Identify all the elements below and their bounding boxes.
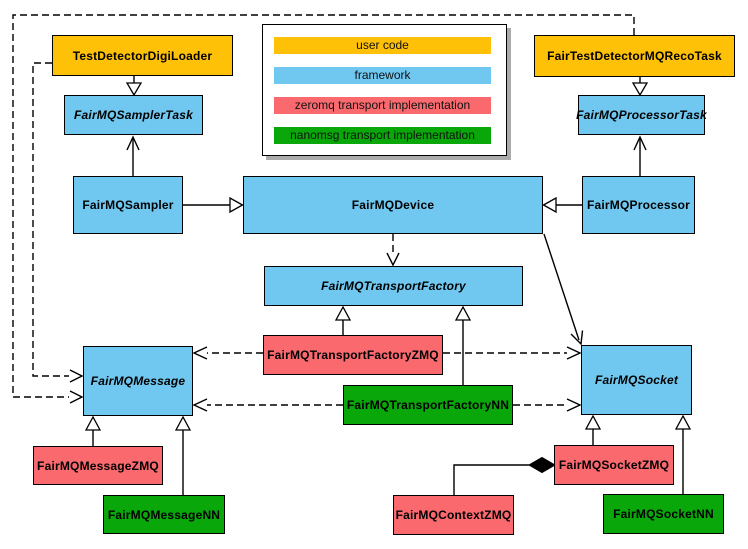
node-label: FairMQMessageNN: [107, 507, 221, 522]
edge-dependency-device-transportfactory: [386, 234, 400, 267]
edge-inheritance-sampler-device: [183, 196, 244, 214]
node-fairmq-message-nn: FairMQMessageNN: [103, 495, 225, 534]
edge-inheritance-processor-device: [542, 196, 582, 214]
node-label: FairMQTransportFactoryNN: [346, 398, 510, 412]
edge-inheritance-recotask-processortask: [631, 77, 649, 97]
edge-dependency-recotask-message: [12, 14, 635, 404]
edge-inheritance-socketnn-socket: [674, 414, 692, 494]
node-label: FairMQSocketZMQ: [558, 458, 670, 472]
edge-inheritance-digiloader-samplertask: [125, 76, 143, 97]
edge-dependency-tfzmq-socket: [443, 346, 582, 360]
node-label: FairMQTransportFactory: [321, 279, 466, 293]
node-fairmq-device: FairMQDevice: [243, 176, 543, 234]
node-label: FairMQSocketNN: [613, 507, 714, 521]
edge-dependency-tfzmq-message: [192, 346, 263, 360]
legend-swatch-framework: framework: [274, 67, 491, 84]
edge-association-processor-processortask: [633, 135, 647, 176]
node-fair-test-detector-mq-reco-task: FairTestDetectorMQRecoTask: [534, 35, 735, 77]
edge-inheritance-tfnn-transportfactory: [454, 305, 472, 385]
node-fairmq-context-zmq: FairMQContextZMQ: [393, 495, 514, 535]
node-label: FairMQSampler: [82, 198, 174, 212]
node-label: TestDetectorDigiLoader: [72, 48, 213, 63]
node-label: FairMQMessage: [90, 374, 186, 388]
legend-swatch-user-code: user code: [274, 37, 491, 54]
node-label: FairMQContextZMQ: [395, 508, 512, 522]
node-fairmq-socket-nn: FairMQSocketNN: [603, 494, 724, 534]
node-fairmq-sampler-task: FairMQSamplerTask: [64, 95, 203, 135]
legend: user code framework zeromq transport imp…: [262, 24, 507, 156]
edge-inheritance-socketzmq-socket: [584, 414, 602, 445]
node-label: FairMQMessageZMQ: [37, 458, 159, 473]
node-fairmq-socket: FairMQSocket: [581, 345, 692, 415]
node-fairmq-processor: FairMQProcessor: [582, 176, 695, 234]
edge-inheritance-messagezmq-message: [84, 415, 102, 446]
edge-composition-contextzmq-socketzmq: [453, 456, 557, 495]
node-test-detector-digi-loader: TestDetectorDigiLoader: [52, 35, 233, 76]
node-fairmq-transport-factory-nn: FairMQTransportFactoryNN: [343, 385, 513, 425]
node-label: FairMQSamplerTask: [74, 108, 193, 122]
node-label: FairMQProcessor: [586, 198, 691, 212]
edge-inheritance-tfzmq-transportfactory: [334, 305, 352, 335]
edge-dependency-tfnn-socket: [513, 398, 582, 412]
node-fairmq-processor-task: FairMQProcessorTask: [576, 95, 707, 135]
node-label: FairMQProcessorTask: [576, 108, 707, 122]
edge-inheritance-messagenn-message: [174, 415, 192, 495]
edge-dependency-tfnn-message: [192, 398, 343, 412]
node-fairmq-transport-factory: FairMQTransportFactory: [264, 266, 523, 306]
node-label: FairMQTransportFactoryZMQ: [267, 348, 439, 362]
node-label: FairMQDevice: [351, 198, 435, 212]
node-fairmq-message: FairMQMessage: [83, 346, 193, 416]
node-label: FairTestDetectorMQRecoTask: [547, 49, 722, 63]
node-fairmq-message-zmq: FairMQMessageZMQ: [33, 446, 163, 485]
edge-association-sampler-samplertask: [126, 135, 140, 176]
node-fairmq-socket-zmq: FairMQSocketZMQ: [554, 445, 674, 485]
node-fairmq-transport-factory-zmq: FairMQTransportFactoryZMQ: [263, 335, 443, 375]
edge-dependency-digiloader-message: [32, 62, 84, 383]
legend-swatch-zeromq: zeromq transport implementation: [274, 97, 491, 114]
edge-association-device-socket: [543, 233, 584, 346]
legend-swatch-nanomsg: nanomsg transport implementation: [274, 127, 491, 144]
node-label: FairMQSocket: [594, 373, 679, 387]
node-fairmq-sampler: FairMQSampler: [73, 176, 183, 234]
